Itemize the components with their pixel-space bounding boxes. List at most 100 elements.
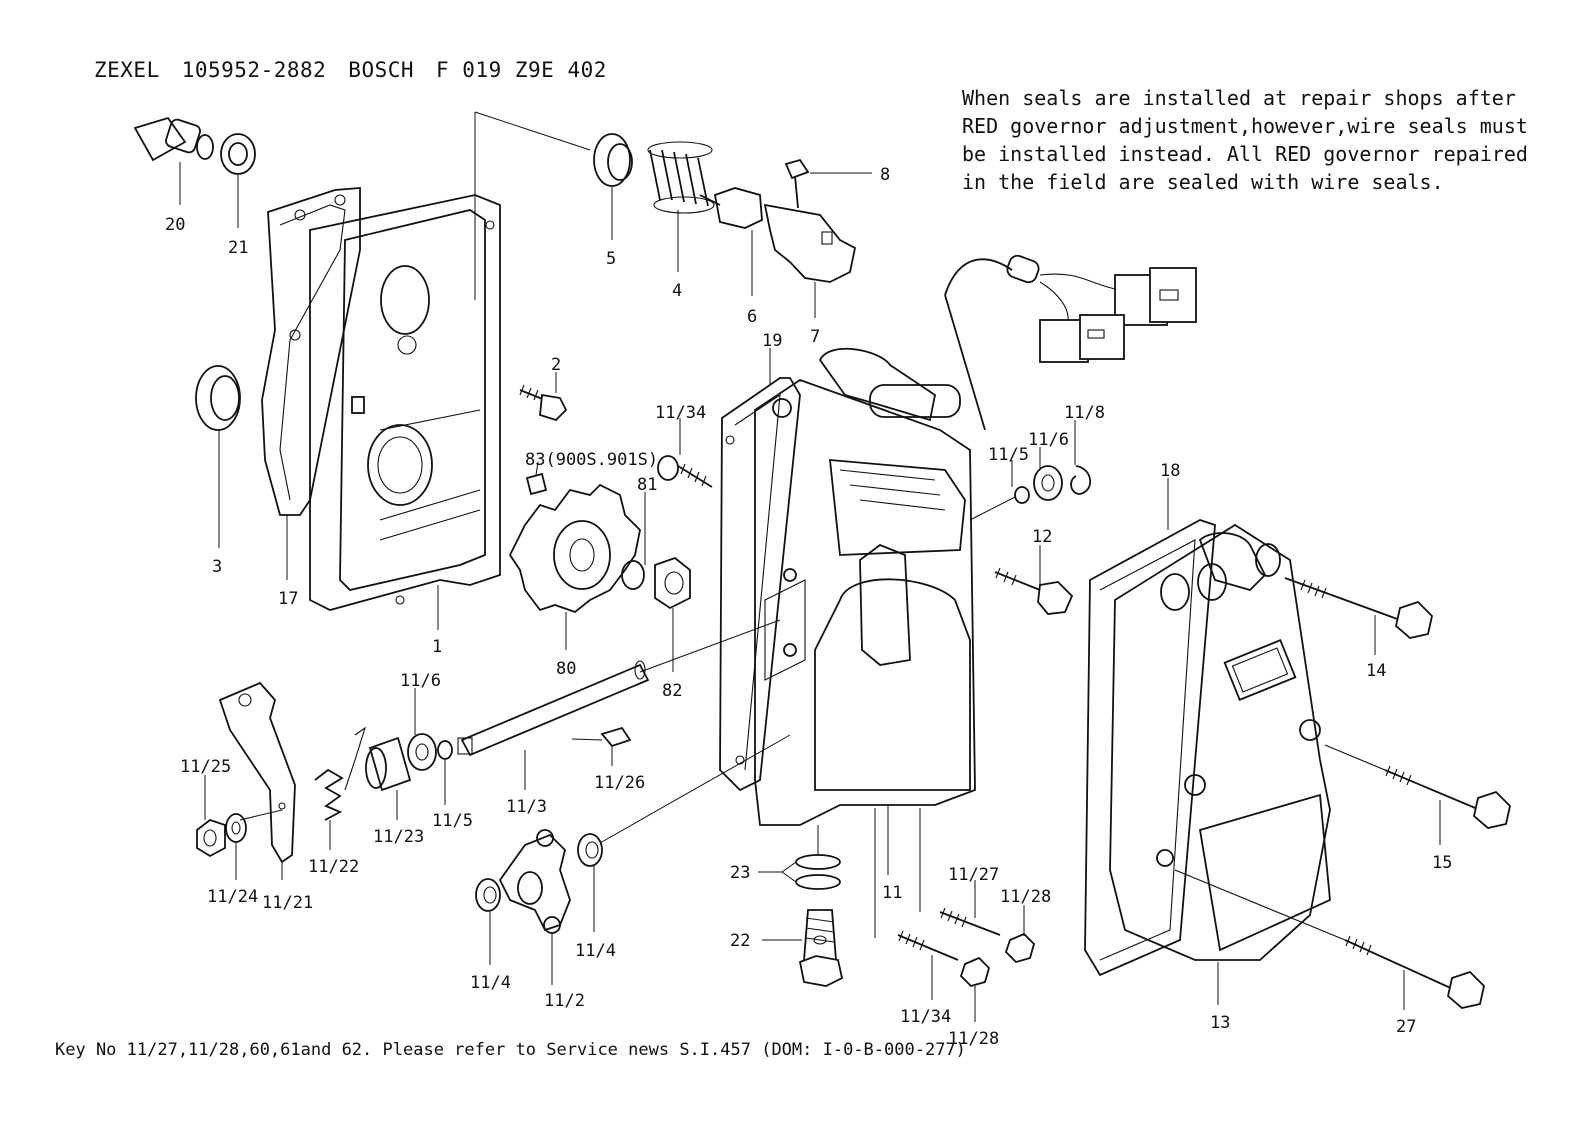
- o-ring-11-5-lower: [437, 740, 453, 760]
- label-20: 20: [165, 215, 185, 235]
- header-part-number: 105952-2882: [181, 58, 327, 82]
- washer-81: [621, 560, 645, 590]
- seal-note-line: be installed instead. All RED governor r…: [962, 142, 1528, 166]
- label-11-6-lower: 11/6: [400, 671, 441, 691]
- gasket-17: [261, 187, 361, 516]
- spring-11-22: [314, 726, 367, 821]
- label-82: 82: [662, 681, 682, 701]
- label-11-5-lower: 11/5: [432, 811, 473, 831]
- washer-11-6: [1033, 465, 1063, 501]
- bolt-15: [1324, 744, 1511, 829]
- label-6: 6: [747, 307, 757, 327]
- header-maker: ZEXEL: [94, 58, 160, 82]
- label-17: 17: [278, 589, 298, 609]
- label-3: 3: [212, 557, 222, 577]
- bolt-27: [1174, 869, 1485, 1009]
- pin-11-26: [571, 726, 632, 748]
- label-11-3: 11/3: [506, 797, 547, 817]
- label-11-22: 11/22: [308, 857, 359, 877]
- label-21: 21: [228, 238, 248, 258]
- bolt-11-34-top: [657, 455, 713, 488]
- washer-11-24: [225, 813, 247, 843]
- label-11-8: 11/8: [1064, 403, 1105, 423]
- label-1: 1: [432, 637, 442, 657]
- plug-20: [133, 116, 214, 162]
- label-13: 13: [1210, 1013, 1230, 1033]
- seal-3: [195, 365, 241, 431]
- diagram-header: ZEXEL 105952-2882 BOSCH F 019 Z9E 402: [94, 58, 629, 82]
- label-18: 18: [1160, 461, 1180, 481]
- screw-2: [519, 384, 568, 422]
- nut-11-28-lower: [959, 956, 991, 988]
- label-7: 7: [810, 327, 820, 347]
- lever-11-21: [218, 681, 296, 864]
- label-11-23: 11/23: [373, 827, 424, 847]
- label-11-4-left: 11/4: [470, 973, 511, 993]
- label-11-5-right: 11/5: [988, 445, 1029, 465]
- washer-11-6-lower: [407, 733, 437, 771]
- label-22: 22: [730, 931, 750, 951]
- label-11-28-lower: 11/28: [948, 1029, 999, 1049]
- label-11-4-right: 11/4: [575, 941, 616, 961]
- gasket-19: [719, 377, 801, 792]
- label-11-34-lower: 11/34: [900, 1007, 951, 1027]
- nut-82: [654, 556, 691, 610]
- label-14: 14: [1366, 661, 1386, 681]
- shaft-11-3: [457, 660, 650, 757]
- label-80: 80: [556, 659, 576, 679]
- label-11-24: 11/24: [207, 887, 258, 907]
- stud-11-34-lower: [897, 930, 959, 961]
- spring-4: [647, 141, 715, 214]
- lever-11-2: [498, 829, 571, 934]
- washers-23: [795, 854, 841, 890]
- retainer-5: [593, 133, 633, 187]
- part-number-labels: 20 21 3 17 1 2 83(900S.901S) 81 80 82 5 …: [165, 165, 1452, 1049]
- washer-11-4-left: [475, 878, 501, 912]
- label-4: 4: [672, 281, 682, 301]
- clip-11-8: [1070, 465, 1091, 495]
- governor-body-11: [754, 347, 976, 826]
- label-19: 19: [762, 331, 782, 351]
- label-81: 81: [637, 475, 657, 495]
- seal-note-line: RED governor adjustment,however,wire sea…: [962, 114, 1528, 138]
- bracket-7: [763, 203, 857, 283]
- label-27: 27: [1396, 1017, 1416, 1037]
- header-brand: BOSCH: [348, 58, 415, 82]
- nut-11-28-upper: [1004, 932, 1036, 964]
- seal-note-line: When seals are installed at repair shops…: [962, 86, 1516, 110]
- gear-80: [508, 483, 641, 614]
- bolt-12: [994, 567, 1074, 615]
- cover-13: [1109, 523, 1331, 961]
- key-83: [525, 472, 548, 496]
- label-12: 12: [1032, 527, 1052, 547]
- label-5: 5: [606, 249, 616, 269]
- bolt-14: [1284, 577, 1433, 639]
- label-11-25: 11/25: [180, 757, 231, 777]
- label-8: 8: [880, 165, 890, 185]
- footer-reference: Key No 11/27,11/28,60,61and 62. Please r…: [55, 1040, 966, 1060]
- label-11-6-right: 11/6: [1028, 430, 1069, 450]
- gasket-18: [1084, 519, 1216, 977]
- label-11-26: 11/26: [594, 773, 645, 793]
- header-bosch-number: F 019 Z9E 402: [436, 58, 607, 82]
- lever-6: [699, 187, 763, 229]
- nut-11-25: [196, 818, 226, 858]
- collar-11-23: [365, 736, 412, 792]
- wiring-harness: [944, 254, 1197, 431]
- label-83: 83(900S.901S): [525, 450, 658, 470]
- screw-8: [784, 158, 810, 209]
- banjo-bolt-22: [798, 909, 844, 987]
- label-2: 2: [551, 355, 561, 375]
- label-11-21: 11/21: [262, 893, 313, 913]
- housing-1: [309, 194, 501, 611]
- seal-note: When seals are installed at repair shops…: [962, 84, 1528, 196]
- label-11-2: 11/2: [544, 991, 585, 1011]
- label-11-27: 11/27: [948, 865, 999, 885]
- ring-21: [220, 133, 256, 175]
- stud-11-27: [939, 907, 1001, 936]
- label-23: 23: [730, 863, 750, 883]
- label-11: 11: [882, 883, 902, 903]
- label-11-28-upper: 11/28: [1000, 887, 1051, 907]
- seal-note-line: in the field are sealed with wire seals.: [962, 170, 1444, 194]
